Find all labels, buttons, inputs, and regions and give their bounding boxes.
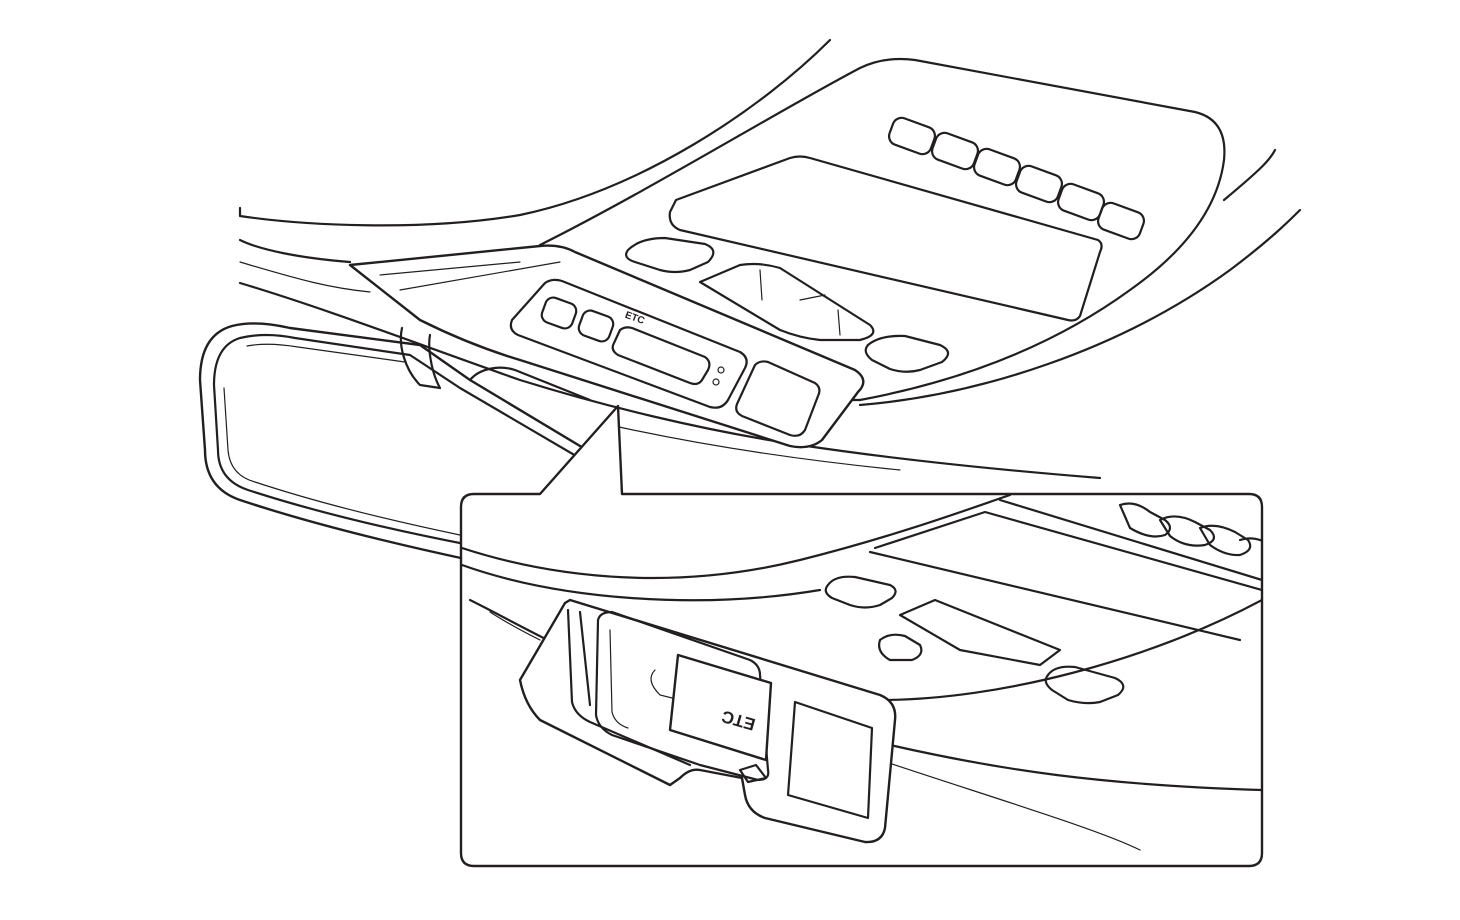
etc-button	[577, 309, 615, 343]
etc-display	[611, 326, 711, 386]
etc-button	[540, 296, 578, 330]
console-switch-left	[625, 236, 715, 274]
etc-card	[668, 653, 773, 762]
console-button	[1014, 164, 1064, 204]
console-lamp-lens	[668, 155, 1103, 322]
etc-card-slot-window	[786, 700, 874, 820]
console-button	[930, 131, 980, 171]
console-button	[887, 116, 937, 156]
headliner-lines	[238, 38, 1102, 480]
etc-unit-open: ETC	[518, 598, 897, 844]
overhead-console	[538, 57, 1302, 407]
console-button-row	[887, 116, 1146, 241]
console-switch-center	[698, 262, 875, 342]
detail-view: ETC	[462, 495, 1261, 851]
console-button	[972, 147, 1022, 187]
etc-unit: ETC	[348, 244, 865, 449]
etc-card-slot	[735, 360, 821, 437]
console-button	[1096, 201, 1146, 241]
detail-callout: ETC	[459, 404, 1264, 868]
console-switch-right	[864, 334, 950, 373]
